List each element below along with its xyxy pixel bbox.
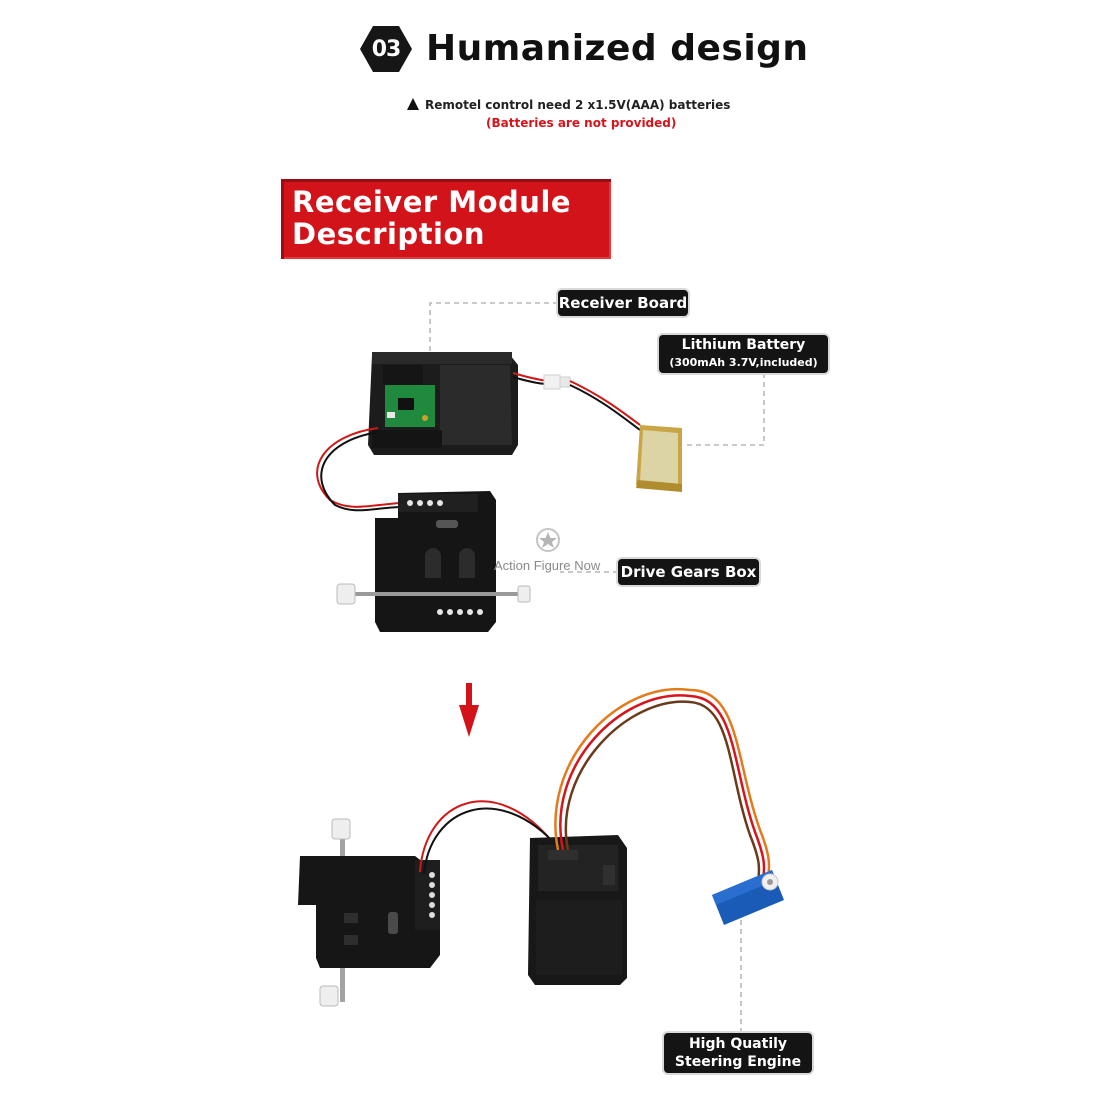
receiver-case-image [368, 352, 518, 455]
lithium-battery-spec: (300mAh 3.7V,included) [669, 356, 818, 369]
bottom-receiver-case-image [528, 835, 627, 985]
battery-connector-image [512, 372, 641, 431]
step-number-hexagon [360, 26, 412, 72]
lithium-battery-label: Lithium Battery (300mAh 3.7V,included) [659, 335, 828, 373]
steering-engine-line1: High Quatily [688, 1036, 788, 1052]
battery-warning: (Batteries are not provided) [486, 116, 677, 130]
down-arrow-icon [459, 683, 479, 737]
bottom-gear-box-image [298, 818, 440, 1007]
steering-engine-label: High Quatily Steering Engine [664, 1033, 812, 1073]
banner-title-line1: Receiver Module [292, 185, 572, 219]
servo-cable-image [554, 687, 771, 883]
battery-note: Remotel control need 2 x1.5V(AAA) batter… [407, 96, 730, 114]
receiver-board-label: Receiver Board [558, 290, 688, 316]
servo-image [712, 870, 784, 925]
drive-gears-box-label: Drive Gears Box [618, 559, 759, 585]
watermark-text: Action Figure Now [494, 558, 601, 573]
watermark-logo [536, 528, 560, 552]
step-number: 03 [371, 36, 402, 62]
page-title: Humanized design [426, 28, 809, 69]
banner-title-line2: Description [292, 217, 486, 251]
lithium-battery-title: Lithium Battery [681, 337, 806, 353]
drive-gears-box-image [336, 491, 531, 632]
battery-note-text: Remotel control need 2 x1.5V(AAA) batter… [425, 98, 731, 112]
warning-triangle-icon [407, 98, 419, 110]
section-banner [281, 179, 611, 259]
lithium-battery-image [636, 425, 682, 492]
steering-engine-line2: Steering Engine [674, 1054, 802, 1070]
